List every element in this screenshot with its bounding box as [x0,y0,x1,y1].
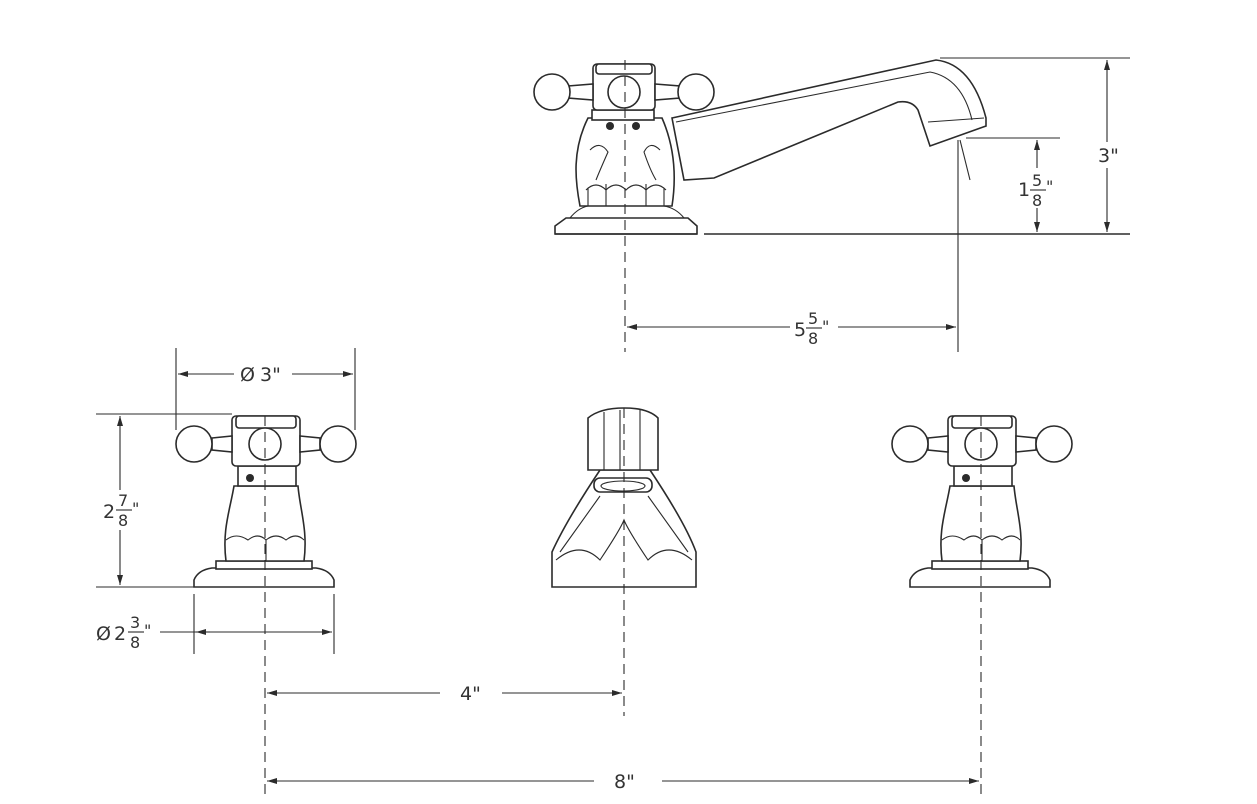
svg-text:8: 8 [118,511,128,530]
svg-text:2: 2 [114,623,126,645]
right-handle-valve [891,415,1073,588]
handle-height-label: 2 7 8 " [103,491,139,530]
svg-text:8: 8 [130,633,140,652]
svg-text:1: 1 [1018,179,1030,201]
center-spacing-label: 4" [460,683,481,705]
svg-text:Ø: Ø [240,364,255,386]
spout-height-label: 1 5 8 " [1018,171,1053,210]
svg-text:Ø: Ø [96,623,111,645]
svg-text:": " [132,499,139,518]
handle-diameter-label: Ø 3" [240,364,281,386]
overall-spread-label: 8" [614,771,635,793]
side-view-faucet [533,59,1130,235]
svg-text:": " [1046,177,1053,196]
svg-text:5: 5 [808,309,818,328]
svg-text:2: 2 [103,501,115,523]
total-height-label: 3" [1098,145,1119,167]
svg-text:": " [822,317,829,336]
svg-text:7: 7 [118,491,128,510]
svg-text:8: 8 [1032,191,1042,210]
svg-text:3": 3" [260,364,281,386]
svg-text:8: 8 [808,329,818,348]
svg-text:5: 5 [1032,171,1042,190]
base-diameter-label: Ø 2 3 8 " [96,613,151,652]
svg-text:": " [144,621,151,640]
spout-reach-label: 5 5 8 " [794,309,829,348]
svg-text:3: 3 [130,613,140,632]
svg-text:5: 5 [794,319,806,341]
left-handle-valve [175,415,357,588]
